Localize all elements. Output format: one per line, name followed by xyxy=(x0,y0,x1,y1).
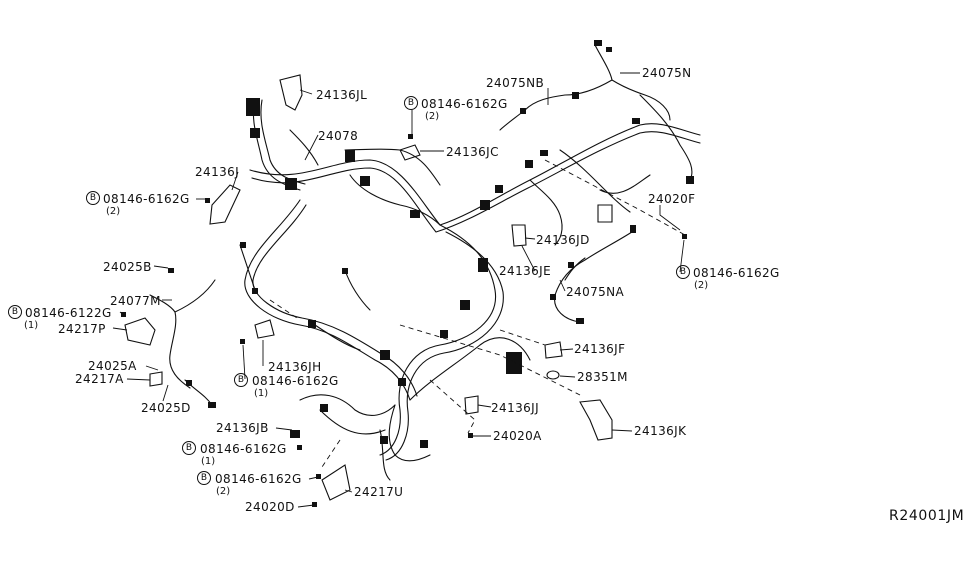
bracket-24136JD xyxy=(597,204,613,223)
part-label-24136JE[interactable]: 24136JE xyxy=(499,264,552,278)
part-label-24136JB[interactable]: 24136JB xyxy=(216,421,269,435)
part-label-24136JH[interactable]: 24136JH xyxy=(268,360,322,374)
bracket-24136JJ xyxy=(464,395,479,415)
part-label-24020A[interactable]: 24020A xyxy=(493,429,542,443)
part-label-08146-6162G-a[interactable]: 08146-6162G xyxy=(421,97,508,111)
part-label-08146-6162G-e[interactable]: 08146-6162G xyxy=(252,374,339,388)
bracket-24136JK xyxy=(579,399,613,441)
harness-24075N xyxy=(594,44,671,121)
part-label-08146-6162G-g[interactable]: 08146-6162G xyxy=(215,472,302,486)
part-label-08146-6122G[interactable]: 08146-6122G xyxy=(25,306,112,320)
diagram-reference-id: R24001JM xyxy=(889,508,965,524)
bolt-symbol-icon: B xyxy=(86,191,100,205)
part-label-28351M[interactable]: 28351M xyxy=(577,370,628,384)
part-label-24136JF[interactable]: 24136JF xyxy=(574,342,626,356)
part-label-24075NB[interactable]: 24075NB xyxy=(486,76,545,90)
part-label-24025B[interactable]: 24025B xyxy=(103,260,152,274)
part-label-24075NA[interactable]: 24075NA xyxy=(566,285,625,299)
bracket-24136JE xyxy=(511,224,527,247)
bracket-24136JH xyxy=(254,319,275,339)
part-label-24020F[interactable]: 24020F xyxy=(648,192,696,206)
part-label-24217A[interactable]: 24217A xyxy=(75,372,124,386)
part-label-24025D[interactable]: 24025D xyxy=(141,401,191,415)
part-label-24136JL[interactable]: 24136JL xyxy=(316,88,368,102)
part-label-24217P[interactable]: 24217P xyxy=(58,322,106,336)
bolt-symbol-icon: B xyxy=(182,441,196,455)
part-label-24078[interactable]: 24078 xyxy=(318,129,359,143)
left-harness xyxy=(244,199,411,401)
part-label-08146-6162G-f[interactable]: 08146-6162G xyxy=(200,442,287,456)
part-label-24075N[interactable]: 24075N xyxy=(642,66,692,80)
part-label-08146-6162G-b[interactable]: 08146-6162G xyxy=(103,192,190,206)
bolt-symbol-icon: B xyxy=(676,265,690,279)
quantity-label: (2) xyxy=(216,486,231,497)
bolt-symbol-icon: B xyxy=(234,373,248,387)
part-label-24136JK[interactable]: 24136JK xyxy=(634,424,687,438)
part-label-24136JD[interactable]: 24136JD xyxy=(536,233,590,247)
bracket-24136JF xyxy=(544,341,563,359)
part-label-24077M[interactable]: 24077M xyxy=(110,294,161,308)
part-label-24136J[interactable]: 24136J xyxy=(195,165,240,179)
bracket-24217U xyxy=(321,464,351,501)
quantity-label: (2) xyxy=(106,206,121,217)
bracket-24136JC xyxy=(399,144,421,161)
harness-24075NA xyxy=(554,229,636,323)
bracket-24136J xyxy=(209,184,241,225)
main-harness-trunk xyxy=(249,123,701,226)
quantity-label: (2) xyxy=(425,111,440,122)
bolt-symbol-icon: B xyxy=(197,471,211,485)
quantity-label: (2) xyxy=(694,280,709,291)
part-label-24020D[interactable]: 24020D xyxy=(245,500,295,514)
quantity-label: (1) xyxy=(254,388,269,399)
part-label-24136JC[interactable]: 24136JC xyxy=(446,145,499,159)
part-label-24217U[interactable]: 24217U xyxy=(354,485,404,499)
bracket-24136JL xyxy=(279,74,303,111)
quantity-label: (1) xyxy=(24,320,39,331)
harness-24077M xyxy=(149,294,191,389)
bolt-symbol-icon: B xyxy=(8,305,22,319)
quantity-label: (1) xyxy=(201,456,216,467)
part-label-08146-6162G-c[interactable]: 08146-6162G xyxy=(693,266,780,280)
bracket-24217P xyxy=(124,317,156,346)
bolt-symbol-icon: B xyxy=(404,96,418,110)
part-label-24136JJ[interactable]: 24136JJ xyxy=(491,401,540,415)
part-label-24025A[interactable]: 24025A xyxy=(88,359,137,373)
lower-harness xyxy=(409,337,531,401)
bracket-24217A xyxy=(149,371,163,387)
